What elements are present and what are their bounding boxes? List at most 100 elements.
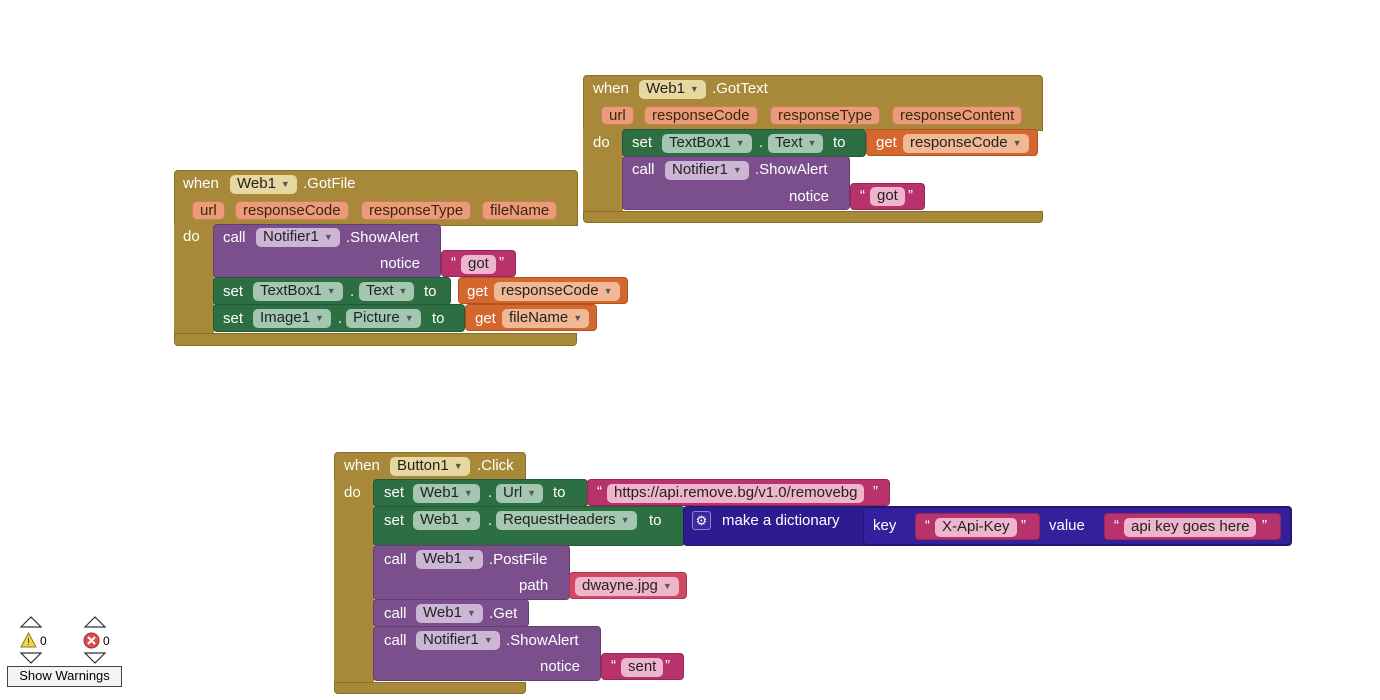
quote-open: “ <box>1114 517 1119 534</box>
get-label: get <box>876 134 897 151</box>
url-value[interactable]: https://api.remove.bg/v1.0/removebg <box>607 484 865 503</box>
param-responsetype[interactable]: responseType <box>770 106 881 125</box>
key-label: key <box>873 517 897 534</box>
text-value[interactable]: got <box>870 187 905 206</box>
warning-count: 0 <box>40 634 47 648</box>
show-warnings-button[interactable]: Show Warnings <box>7 666 122 687</box>
error-prev-arrow-icon[interactable] <box>84 616 106 628</box>
quote-close: ” <box>873 483 878 500</box>
quote-open: “ <box>860 187 865 204</box>
warning-prev-arrow-icon[interactable] <box>20 616 42 628</box>
do-label: do <box>593 134 610 151</box>
dictionary-label: make a dictionary <box>722 512 840 529</box>
param-url[interactable]: url <box>601 106 634 125</box>
variable-dropdown[interactable]: responseCode▼ <box>494 282 620 301</box>
set-label: set <box>223 310 244 327</box>
dot-label: . <box>338 310 343 327</box>
quote-open: “ <box>611 657 616 674</box>
arg-label: notice <box>540 658 581 675</box>
component-dropdown[interactable]: Notifier1▼ <box>665 161 749 180</box>
call-label: call <box>632 161 655 178</box>
param-filename[interactable]: fileName <box>482 201 558 220</box>
event-name: .Click <box>477 457 514 474</box>
set-label: set <box>632 134 653 151</box>
method-name: .ShowAlert <box>506 632 579 649</box>
quote-close: ” <box>1262 517 1267 534</box>
param-responsecode[interactable]: responseCode <box>235 201 349 220</box>
call-label: call <box>384 605 407 622</box>
component-dropdown[interactable]: TextBox1▼ <box>253 282 343 301</box>
property-dropdown[interactable]: RequestHeaders▼ <box>496 511 637 530</box>
quote-open: “ <box>925 517 930 534</box>
do-label: do <box>344 484 361 501</box>
value-label: value <box>1049 517 1085 534</box>
warning-next-arrow-icon[interactable] <box>20 652 42 664</box>
component-dropdown[interactable]: Web1▼ <box>230 175 297 194</box>
to-label: to <box>432 310 445 327</box>
arg-label: notice <box>380 255 421 272</box>
error-next-arrow-icon[interactable] <box>84 652 106 664</box>
to-label: to <box>553 484 566 501</box>
dot-label: . <box>350 283 355 300</box>
key-value[interactable]: X-Api-Key <box>935 518 1017 537</box>
get-label: get <box>467 283 488 300</box>
quote-close: ” <box>908 187 913 204</box>
method-name: .ShowAlert <box>346 229 419 246</box>
call-label: call <box>384 632 407 649</box>
quote-open: “ <box>597 483 602 500</box>
to-label: to <box>424 283 437 300</box>
to-label: to <box>833 134 846 151</box>
method-name: .Get <box>489 605 518 622</box>
component-dropdown[interactable]: Notifier1▼ <box>416 631 500 650</box>
component-dropdown[interactable]: Web1▼ <box>413 484 480 503</box>
set-label: set <box>384 484 405 501</box>
property-dropdown[interactable]: Picture▼ <box>346 309 421 328</box>
set-label: set <box>223 283 244 300</box>
warning-icon: ! <box>20 632 37 648</box>
call-label: call <box>384 551 407 568</box>
dot-label: . <box>759 134 764 151</box>
param-responsecontent[interactable]: responseContent <box>892 106 1023 125</box>
component-dropdown[interactable]: Web1▼ <box>416 604 483 623</box>
event-name: .GotFile <box>303 175 356 192</box>
get-label: get <box>475 310 496 327</box>
component-dropdown[interactable]: Web1▼ <box>416 550 483 569</box>
text-value[interactable]: got <box>461 255 496 274</box>
component-dropdown[interactable]: Web1▼ <box>639 80 706 99</box>
variable-dropdown[interactable]: responseCode▼ <box>903 134 1029 153</box>
text-value[interactable]: sent <box>621 658 664 677</box>
do-label: do <box>183 228 200 245</box>
quote-close: ” <box>665 657 670 674</box>
when-label: when <box>183 175 219 192</box>
header-value[interactable]: api key goes here <box>1124 518 1257 537</box>
dot-label: . <box>488 512 493 529</box>
property-dropdown[interactable]: Text▼ <box>768 134 824 153</box>
call-postfile-block[interactable] <box>373 545 570 600</box>
arg-label: path <box>519 577 549 594</box>
param-responsecode[interactable]: responseCode <box>644 106 758 125</box>
when-label: when <box>593 80 629 97</box>
to-label: to <box>649 512 662 529</box>
variable-dropdown[interactable]: fileName▼ <box>502 309 590 328</box>
component-dropdown[interactable]: Button1▼ <box>390 457 470 476</box>
dot-label: . <box>488 484 493 501</box>
set-label: set <box>384 512 405 529</box>
component-dropdown[interactable]: Image1▼ <box>253 309 331 328</box>
param-url[interactable]: url <box>192 201 225 220</box>
file-dropdown[interactable]: dwayne.jpg▼ <box>575 577 679 596</box>
error-count: 0 <box>103 634 110 648</box>
call-label: call <box>223 229 246 246</box>
error-icon <box>83 632 100 649</box>
quote-close: ” <box>1021 517 1026 534</box>
property-dropdown[interactable]: Url▼ <box>496 484 544 503</box>
component-dropdown[interactable]: Web1▼ <box>413 511 480 530</box>
svg-text:!: ! <box>27 637 30 648</box>
quote-open: “ <box>451 254 456 271</box>
quote-close: ” <box>499 254 504 271</box>
method-name: .ShowAlert <box>755 161 828 178</box>
gear-icon[interactable]: ⚙ <box>692 511 711 530</box>
param-responsetype[interactable]: responseType <box>361 201 472 220</box>
property-dropdown[interactable]: Text▼ <box>359 282 415 301</box>
component-dropdown[interactable]: Notifier1▼ <box>256 228 340 247</box>
component-dropdown[interactable]: TextBox1▼ <box>662 134 752 153</box>
